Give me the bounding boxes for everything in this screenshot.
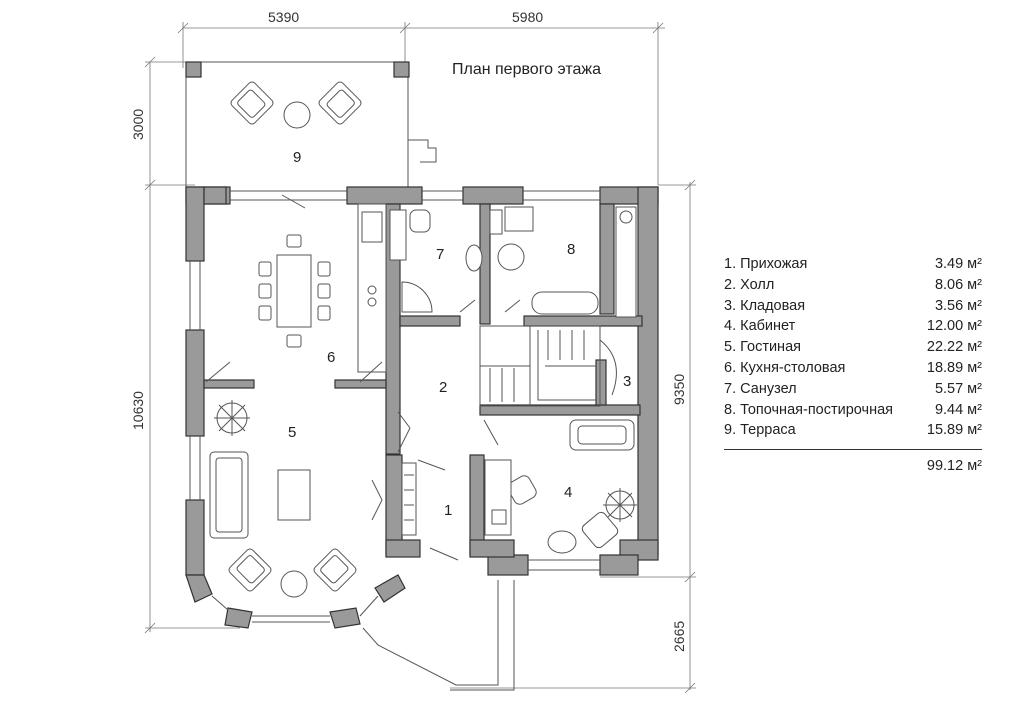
legend-room-name: 3. Кладовая xyxy=(724,297,806,314)
room-number-7: 7 xyxy=(436,246,444,263)
round-table-icon xyxy=(283,101,311,129)
room-number-3: 3 xyxy=(623,373,631,390)
dim-top-right: 5980 xyxy=(512,9,543,25)
legend-room-area: 3.49 м² xyxy=(934,256,982,272)
armchair-icon xyxy=(581,511,619,549)
office-chair-icon xyxy=(507,475,537,505)
dimension-lines xyxy=(144,22,696,694)
coffee-table-icon xyxy=(277,469,311,521)
legend-room-area: 9.44 м² xyxy=(934,401,982,418)
exterior-walls xyxy=(185,186,659,629)
legend-room-area: 22.22 м² xyxy=(926,339,982,356)
legend-row: 2. Холл 8.06 м² xyxy=(724,275,982,296)
legend-room-name: 8. Топочная-постирочная xyxy=(724,401,894,418)
living-room-furniture xyxy=(209,400,383,598)
stairs xyxy=(479,325,617,407)
plant-icon xyxy=(214,400,250,436)
legend-room-area: 12.00 м² xyxy=(926,318,982,335)
dim-top-left: 5390 xyxy=(268,9,299,25)
armchair-icon xyxy=(230,81,274,125)
plant-icon xyxy=(603,488,637,522)
dim-left-main: 10630 xyxy=(130,391,146,430)
legend-room-name: 1. Прихожая xyxy=(724,256,808,272)
dining-table-icon xyxy=(276,254,312,328)
terrace xyxy=(185,61,437,187)
legend-room-area: 3.56 м² xyxy=(934,297,982,314)
legend-row: 5. Гостиная 22.22 м² xyxy=(724,337,982,358)
dim-right-main: 9350 xyxy=(671,374,687,405)
legend-total-area: 99.12 м² xyxy=(926,458,982,475)
armchair-icon xyxy=(313,548,357,592)
room-area-legend: 1. Прихожая 3.49 м² 2. Холл 8.06 м² 3. Кла… xyxy=(724,254,982,476)
legend-room-area: 18.89 м² xyxy=(926,359,982,376)
legend-row: 1. Прихожая 3.49 м² xyxy=(724,254,982,275)
entrance-fixtures xyxy=(362,459,515,691)
boiler-room-fixtures xyxy=(489,206,637,318)
legend-room-area: 5.57 м² xyxy=(934,380,982,397)
legend-row: 7. Санузел 5.57 м² xyxy=(724,379,982,400)
armchair-icon xyxy=(318,81,362,125)
legend-row: 3. Кладовая 3.56 м² xyxy=(724,296,982,317)
room-number-4: 4 xyxy=(564,484,572,501)
plan-title: План первого этажа xyxy=(452,61,601,78)
room-number-2: 2 xyxy=(439,379,447,396)
room-number-6: 6 xyxy=(327,349,335,366)
legend-room-area: 15.89 м² xyxy=(926,422,982,439)
legend-room-name: 9. Терраса xyxy=(724,422,796,439)
room-number-9: 9 xyxy=(293,149,301,166)
legend-row: 6. Кухня-столовая 18.89 м² xyxy=(724,358,982,379)
legend-room-name: 5. Гостиная xyxy=(724,339,801,356)
room-number-8: 8 xyxy=(567,241,575,258)
bathroom-fixtures xyxy=(389,209,483,313)
legend-row: 4. Кабинет 12.00 м² xyxy=(724,316,982,337)
legend-row: 8. Топочная-постирочная 9.44 м² xyxy=(724,400,982,421)
legend-divider xyxy=(724,449,982,451)
dim-left-top: 3000 xyxy=(130,109,146,140)
dining-chairs xyxy=(258,234,331,348)
study-furniture xyxy=(484,419,637,554)
legend-room-name: 6. Кухня-столовая xyxy=(724,359,846,376)
legend-row: 9. Терраса 15.89 м² xyxy=(724,420,982,441)
dim-right-bottom: 2665 xyxy=(671,621,687,652)
room-number-1: 1 xyxy=(444,502,452,519)
armchair-icon xyxy=(228,548,272,592)
desk-icon xyxy=(484,459,512,536)
kitchen-furniture xyxy=(258,203,387,373)
interior-walls xyxy=(203,203,643,455)
legend-room-name: 4. Кабинет xyxy=(724,318,796,335)
legend-room-area: 8.06 м² xyxy=(934,276,982,293)
doors xyxy=(205,194,521,453)
legend-room-name: 7. Санузел xyxy=(724,380,797,397)
room-number-5: 5 xyxy=(288,424,296,441)
legend-room-name: 2. Холл xyxy=(724,276,775,293)
